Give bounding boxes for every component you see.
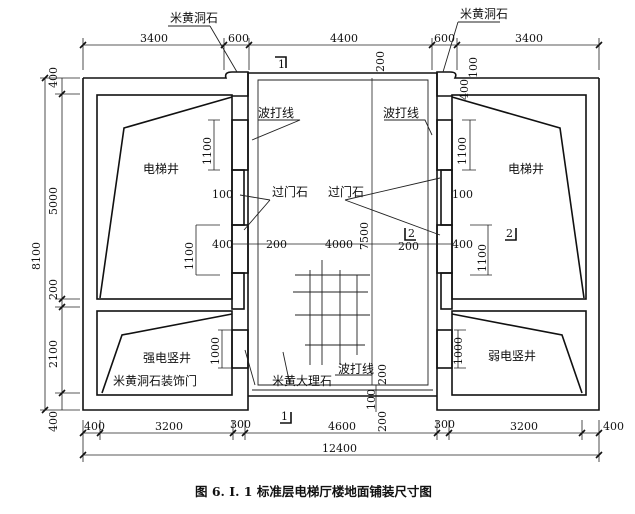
dim-lobby-7500: 7500 <box>358 222 371 250</box>
dim-top-2: 4400 <box>330 32 358 45</box>
dim-bottom-2: 300 <box>230 418 251 431</box>
dim-top-200: 200 <box>374 51 387 72</box>
section-marker-1-bottom: 1 <box>280 410 292 424</box>
dim-door-100-left: 100 <box>212 188 233 201</box>
label-travertine-door: 米黄洞石装饰门 <box>113 373 197 388</box>
dim-bottom-100: 100 <box>365 389 378 410</box>
dim-right-400: 400 <box>458 79 471 100</box>
dimension-ticks <box>41 41 603 459</box>
section-2-right-label: 2 <box>506 227 513 240</box>
dim-left-3: 2100 <box>47 340 60 368</box>
dim-door-100-right: 100 <box>452 188 473 201</box>
dim-lobby-200-right: 200 <box>398 240 419 253</box>
dim-top-1: 600 <box>228 32 249 45</box>
dim-door-400-right: 400 <box>452 238 473 251</box>
label-travertine-left: 米黄洞石 <box>170 11 218 25</box>
label-wave-line-right: 波打线 <box>383 106 419 120</box>
section-marker-2-left: 2 <box>404 227 416 241</box>
dim-left-total: 8100 <box>30 242 43 270</box>
label-threshold-right: 过门石 <box>328 184 364 199</box>
dim-lobby-4000: 4000 <box>325 238 353 251</box>
walls <box>82 71 600 411</box>
dim-bottom-200-b: 200 <box>376 411 389 432</box>
label-wave-line-left: 波打线 <box>258 106 294 120</box>
dim-door-1100-right: 1100 <box>456 137 469 165</box>
dim-top-0: 3400 <box>140 32 168 45</box>
label-elevator-right: 电梯井 <box>508 162 544 176</box>
section-1-bottom-label: 1 <box>281 410 288 423</box>
section-marker-2-right: 2 <box>505 227 517 241</box>
dim-bottom-total: 12400 <box>322 442 357 455</box>
label-travertine-right: 米黄洞石 <box>460 7 508 21</box>
dim-bottom-200-a: 200 <box>376 364 389 385</box>
section-2-left-label: 2 <box>408 227 415 240</box>
dim-right-100: 100 <box>467 57 480 78</box>
marble-grid <box>293 260 370 365</box>
lobby-field <box>257 79 429 386</box>
dim-door-1100-left: 1100 <box>201 137 214 165</box>
label-beige-marble: 米黄大理石 <box>272 374 332 388</box>
dim-left-0: 400 <box>47 67 60 88</box>
label-wave-line-bottom: 波打线 <box>338 362 374 376</box>
dim-bottom-4: 300 <box>434 418 455 431</box>
dim-shaft-1000-left: 1000 <box>209 337 222 365</box>
label-elevator-left: 电梯井 <box>143 162 179 176</box>
label-threshold-left: 过门石 <box>272 184 308 199</box>
label-weak-shaft: 弱电竖井 <box>488 349 536 363</box>
figure-caption: 图 6. Ⅰ. 1 标准层电梯厅楼地面铺装尺寸图 <box>195 484 432 499</box>
dim-top-3: 600 <box>434 32 455 45</box>
dim-bottom-3: 4600 <box>328 420 356 433</box>
dim-door-1100-right-2: 1100 <box>476 244 489 272</box>
dim-door-1100-left-2: 1100 <box>183 242 196 270</box>
dim-left-2: 200 <box>47 279 60 300</box>
dim-bottom-0: 400 <box>84 420 105 433</box>
dim-bottom-6: 400 <box>603 420 624 433</box>
dimension-lines <box>40 21 600 462</box>
dim-door-400-left: 400 <box>212 238 233 251</box>
section-marker-1-top: 1 <box>275 56 287 71</box>
dim-left-4: 400 <box>47 411 60 432</box>
section-1-top-label: 1 <box>278 58 285 71</box>
dim-bottom-1: 3200 <box>155 420 183 433</box>
dim-left-1: 5000 <box>47 187 60 215</box>
dim-bottom-5: 3200 <box>510 420 538 433</box>
dim-lobby-200-left: 200 <box>266 238 287 251</box>
label-strong-shaft: 强电竖井 <box>143 351 191 365</box>
dim-shaft-1000-right: 1000 <box>452 337 465 365</box>
dim-top-4: 3400 <box>515 32 543 45</box>
